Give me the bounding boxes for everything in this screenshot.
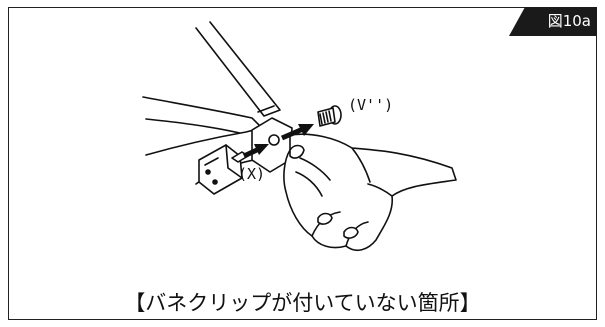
mounting-hole [268, 134, 280, 146]
frame-rod [195, 21, 281, 117]
hand [283, 133, 457, 252]
figure-caption: 【バネクリップが付いていない箇所】 [124, 291, 481, 315]
fabric-upper [142, 96, 263, 135]
hole-label: (X) [238, 165, 266, 183]
insert-arrow-screw [281, 124, 314, 141]
screw-label: (V'') [348, 96, 394, 114]
figure-number-tag: 図10a [509, 7, 597, 36]
screw-part [317, 105, 342, 127]
insert-arrow-pin [242, 144, 269, 159]
